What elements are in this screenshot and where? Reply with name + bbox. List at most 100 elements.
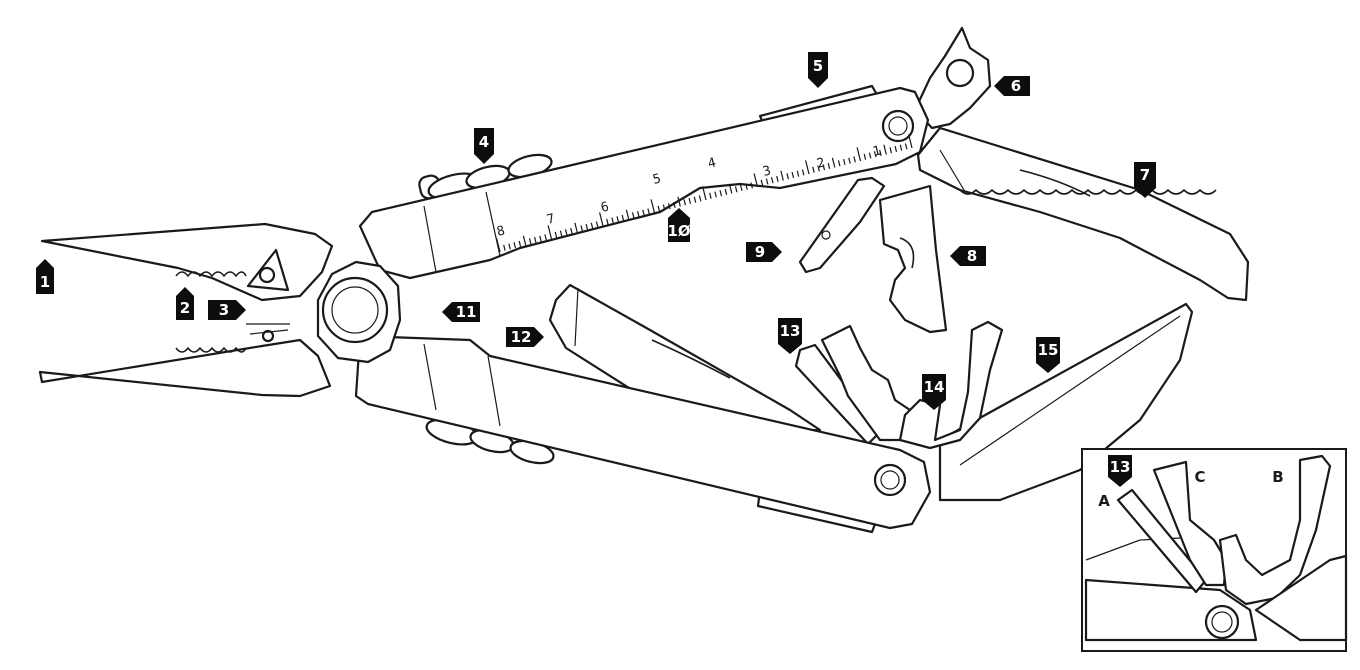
- ruler-mark-4: 4: [706, 155, 717, 171]
- callout-4: 4: [474, 128, 494, 164]
- ruler-tick: [724, 188, 728, 195]
- ruler-tick: [616, 216, 620, 223]
- ruler-tick: [745, 183, 748, 190]
- ruler-tick: [702, 186, 707, 201]
- ruler-tick: [831, 157, 836, 168]
- callout-8-label: 8: [967, 247, 977, 265]
- ruler-tick: [801, 169, 805, 176]
- ruler-tick: [496, 238, 501, 253]
- ruler-tick: [776, 175, 779, 182]
- ruler-tick: [791, 171, 795, 179]
- callout-1-label: 1: [40, 273, 50, 291]
- callout-3: 3: [208, 300, 246, 320]
- ruler-tick: [780, 170, 784, 181]
- ruler-tick: [868, 152, 872, 159]
- ruler-tick: [843, 158, 846, 166]
- callouts: 1 2 3 4 5 6 7: [36, 52, 1156, 487]
- ruler-mark-2: 2: [815, 155, 826, 171]
- upper-tools: [798, 26, 1250, 334]
- upper-handle: [358, 84, 930, 280]
- callout-4-label: 4: [479, 133, 489, 151]
- ruler-tick: [908, 134, 913, 149]
- ruler-tick: [599, 212, 604, 227]
- ruler-tick: [625, 209, 630, 220]
- ruler-tick: [528, 238, 532, 245]
- ruler-tick: [637, 210, 640, 218]
- ruler-mark-1: 1: [871, 143, 882, 159]
- ruler-tick: [812, 166, 815, 173]
- ruler-tick: [522, 235, 527, 246]
- ruler-tick: [786, 173, 789, 180]
- ruler-tick: [760, 179, 764, 186]
- ruler-mark-6: 6: [599, 199, 610, 215]
- ruler-tick: [693, 196, 697, 203]
- callout-5-label: 5: [813, 57, 823, 75]
- ruler-tick: [827, 162, 831, 169]
- ruler-tick: [503, 244, 506, 251]
- ruler-tick: [585, 223, 589, 231]
- ruler-tick: [728, 183, 733, 194]
- callout-13: 13: [778, 318, 802, 354]
- ruler-tick: [863, 153, 867, 160]
- ruler-tick: [650, 199, 656, 214]
- callout-7: 7: [1134, 162, 1156, 198]
- callout-12-label: 12: [511, 328, 532, 346]
- ruler-tick: [574, 222, 578, 233]
- ruler-tick: [642, 209, 645, 216]
- ruler-mark-3: 3: [761, 163, 772, 179]
- ruler-tick: [606, 218, 609, 225]
- callout-inset-13-label: 13: [1110, 458, 1131, 476]
- ruler-tick: [554, 231, 558, 238]
- ruler-tick: [518, 240, 522, 247]
- detail-inset: A B C: [1081, 448, 1348, 652]
- ruler-tick: [657, 205, 661, 212]
- ruler-tick: [904, 143, 908, 150]
- ruler-tick: [631, 212, 635, 219]
- callout-12: 12: [506, 327, 544, 347]
- ruler-tick: [595, 221, 599, 228]
- ruler-tick: [559, 230, 563, 237]
- callout-15: 15: [1036, 337, 1060, 373]
- ruler-mark-8: 8: [495, 223, 506, 239]
- ruler-tick: [590, 222, 594, 229]
- ruler-tick: [837, 160, 841, 167]
- callout-9-label: 9: [755, 243, 765, 261]
- inset-letter-c: C: [1194, 468, 1205, 486]
- ruler-tick: [688, 197, 692, 205]
- ruler-tick: [714, 191, 717, 198]
- ruler-tick: [698, 195, 702, 202]
- plier-jaws: [38, 222, 334, 398]
- callout-inset-13: 13: [1108, 455, 1132, 487]
- ruler-mark-5: 5: [651, 171, 662, 187]
- main-pivot: [316, 260, 402, 364]
- callout-10-label: 1Ø: [667, 222, 690, 240]
- ruler-tick: [873, 151, 877, 158]
- callout-11-label: 11: [456, 303, 477, 321]
- ruler-tick: [683, 199, 686, 206]
- ruler-tick: [647, 208, 650, 215]
- ruler-tick: [719, 190, 723, 197]
- ruler-tick: [765, 178, 769, 185]
- ruler-tick: [822, 164, 826, 171]
- ruler-tick: [770, 177, 774, 184]
- callout-10: 1Ø: [667, 208, 691, 242]
- ruler-tick: [796, 170, 800, 177]
- ruler-tick: [817, 165, 820, 172]
- ruler-tick: [564, 229, 568, 236]
- ruler-tick: [805, 160, 810, 175]
- ruler-tick: [894, 145, 898, 153]
- ruler-tick: [889, 147, 892, 154]
- ruler-tick: [662, 204, 666, 211]
- callout-3-label: 3: [219, 301, 229, 319]
- ruler-tick: [856, 147, 862, 162]
- ruler-mark-7: 7: [545, 211, 556, 227]
- ruler: 1 2 3 4 5 6 7 8: [495, 134, 913, 253]
- callout-9: 9: [746, 242, 782, 262]
- callout-15-label: 15: [1038, 341, 1059, 359]
- callout-13-label: 13: [780, 322, 801, 340]
- inset-letter-a: A: [1098, 492, 1110, 510]
- ruler-tick: [853, 156, 856, 163]
- ruler-tick: [580, 225, 583, 232]
- callout-2-label: 2: [180, 299, 190, 317]
